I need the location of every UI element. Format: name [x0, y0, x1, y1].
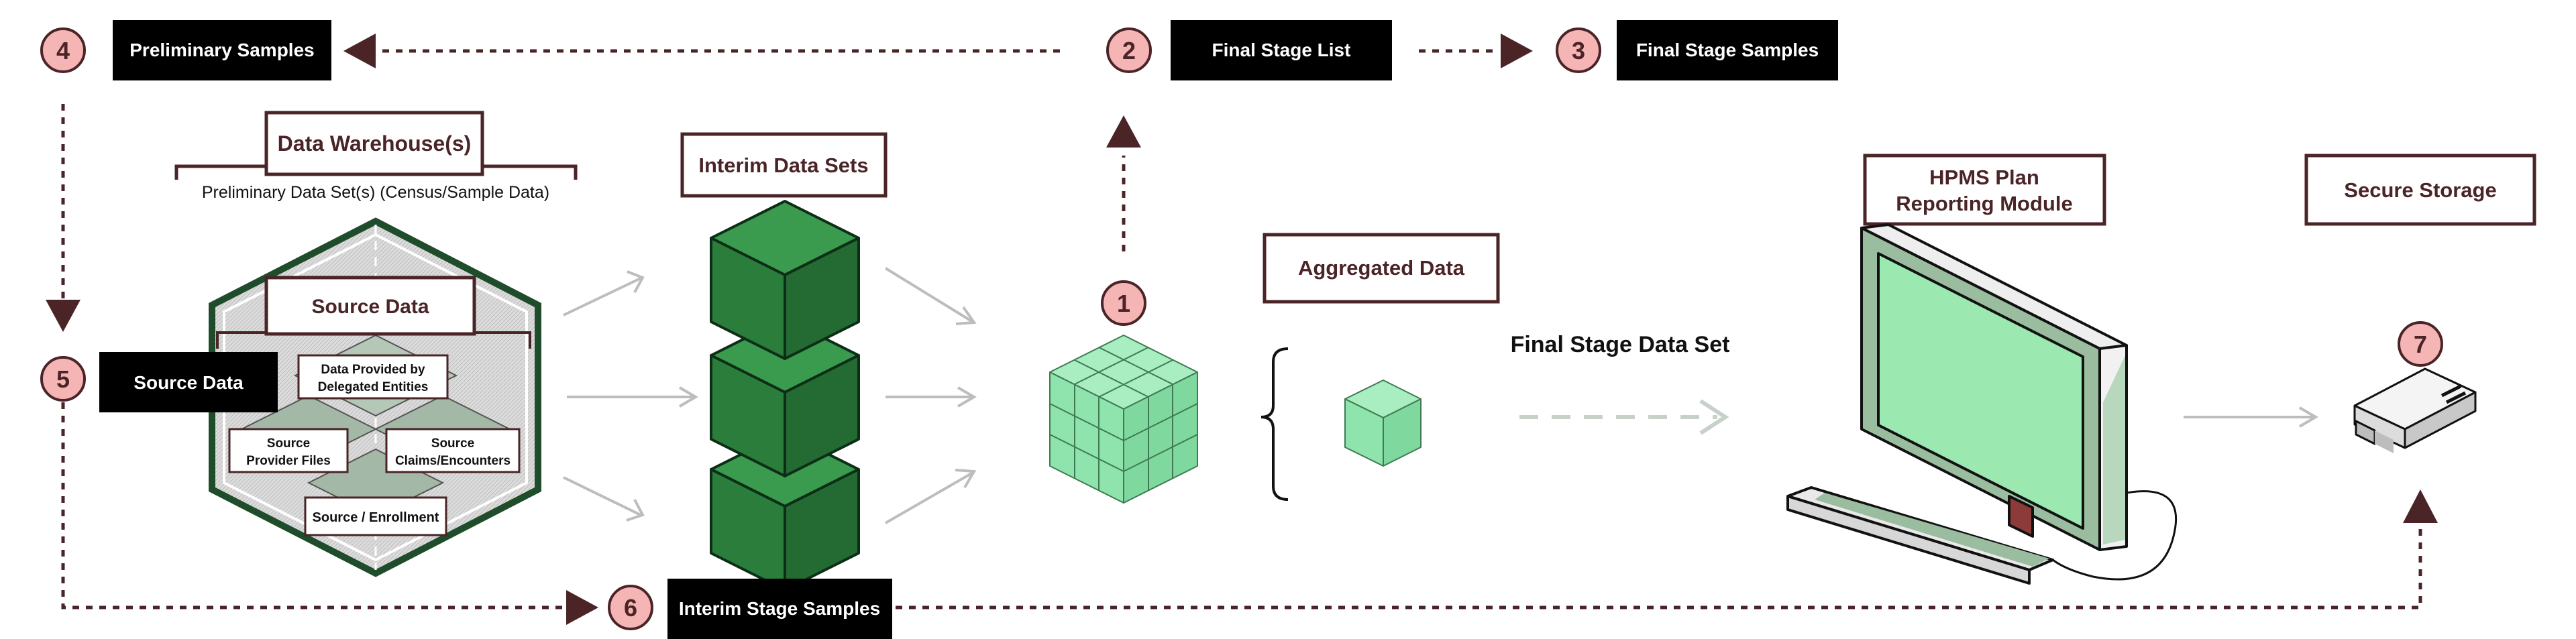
svg-text:Data Provided by: Data Provided by — [321, 363, 425, 377]
dashed-light-arrowhead-icon — [1699, 399, 1729, 435]
svg-text:2: 2 — [1122, 37, 1136, 64]
computer-monitor-icon — [1786, 223, 2178, 585]
step-circle-7: 7 — [2398, 321, 2443, 367]
connector-step5-to-step6 — [61, 402, 564, 609]
usb-drive-icon — [2353, 367, 2477, 453]
step-circle-3: 3 — [1556, 27, 1601, 73]
step-circle-1: 1 — [1101, 280, 1146, 326]
svg-text:1: 1 — [1117, 290, 1130, 317]
connector-interim-to-step7 — [896, 520, 2422, 609]
label-provider-files: Source Provider Files — [228, 428, 349, 473]
arrowhead-left-icon — [343, 34, 376, 68]
svg-text:Aggregated Data: Aggregated Data — [1298, 256, 1465, 280]
svg-text:Interim Data Sets: Interim Data Sets — [698, 154, 868, 177]
svg-text:Source Data: Source Data — [311, 296, 429, 318]
label-preliminary-samples: Preliminary Samples — [113, 20, 331, 80]
step-circle-5: 5 — [40, 356, 86, 402]
flow-arrows — [563, 267, 2318, 524]
hpms-header: HPMS Plan Reporting Module — [1863, 154, 2106, 226]
stacked-cubes-icon — [710, 200, 860, 591]
svg-text:Final Stage List: Final Stage List — [1212, 40, 1351, 60]
svg-text:7: 7 — [2414, 331, 2427, 358]
svg-text:Preliminary Samples: Preliminary Samples — [129, 40, 314, 60]
svg-text:Preliminary Data Set(s) (Censu: Preliminary Data Set(s) (Census/Sample D… — [202, 183, 549, 202]
arrowhead-up-icon — [1106, 115, 1141, 148]
svg-text:5: 5 — [56, 365, 70, 393]
arrowhead-up-storage-icon — [2403, 489, 2438, 523]
interim-header: Interim Data Sets — [680, 132, 888, 198]
label-final-stage-list: Final Stage List — [1171, 20, 1392, 80]
svg-text:Source Data: Source Data — [133, 372, 244, 393]
svg-text:Source: Source — [267, 437, 310, 451]
svg-text:Claims/Encounters: Claims/Encounters — [395, 454, 511, 468]
svg-text:Delegated Entities: Delegated Entities — [318, 380, 429, 394]
final-stage-data-set-label: Final Stage Data Set — [1511, 332, 1730, 357]
svg-text:Secure Storage: Secure Storage — [2344, 178, 2496, 202]
connector-arrowheads — [46, 34, 2438, 625]
svg-text:Final Stage Samples: Final Stage Samples — [1636, 40, 1819, 60]
arrowhead-right-step6-icon — [566, 590, 598, 625]
svg-text:Source / Enrollment: Source / Enrollment — [313, 510, 439, 525]
arrowhead-right-icon — [1501, 34, 1533, 68]
svg-text:Interim Stage Samples: Interim Stage Samples — [679, 598, 880, 619]
data-warehouse-header: Data Warehouse(s) Preliminary Data Set(s… — [174, 111, 578, 202]
secure-storage-header: Secure Storage — [2304, 154, 2536, 226]
svg-text:6: 6 — [624, 594, 637, 622]
cube-cluster-icon — [1049, 335, 1198, 504]
connectors — [61, 49, 2422, 609]
step-circles: 4 2 3 1 5 6 7 — [40, 27, 2443, 630]
svg-text:Source: Source — [431, 437, 474, 451]
source-data-header: Source Data — [216, 276, 531, 349]
label-source-data: Source Data — [99, 352, 278, 412]
step-circle-6: 6 — [608, 585, 653, 630]
label-claims-encounters: Source Claims/Encounters — [385, 428, 521, 473]
svg-text:Provider Files: Provider Files — [246, 454, 331, 468]
aggregated-header: Aggregated Data — [1263, 233, 1500, 304]
svg-text:4: 4 — [56, 37, 70, 64]
svg-text:Data Warehouse(s): Data Warehouse(s) — [278, 131, 472, 156]
curly-brace-icon — [1260, 347, 1289, 501]
label-interim-stage-samples: Interim Stage Samples — [667, 579, 892, 639]
arrowhead-down-icon — [46, 300, 80, 332]
label-delegated-entities: Data Provided by Delegated Entities — [297, 354, 449, 400]
step-circle-2: 2 — [1106, 27, 1152, 73]
step-circle-4: 4 — [40, 27, 86, 73]
label-enrollment: Source / Enrollment — [304, 496, 447, 536]
label-final-stage-samples: Final Stage Samples — [1617, 20, 1838, 80]
svg-text:3: 3 — [1572, 37, 1585, 64]
svg-text:Reporting Module: Reporting Module — [1896, 192, 2072, 215]
single-cube-icon — [1344, 380, 1421, 467]
svg-text:HPMS Plan: HPMS Plan — [1929, 166, 2039, 189]
